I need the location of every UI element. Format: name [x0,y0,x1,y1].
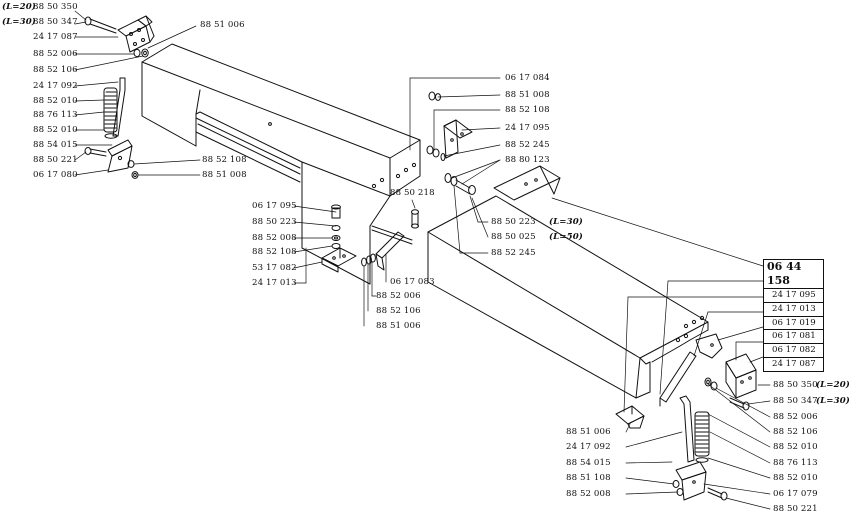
label-88-76-113-top-left: 88 76 113 [33,110,78,120]
label-06-17-083-center: 06 17 083 [390,277,435,287]
left-spring-rod [103,77,126,139]
right-top-angle-bracket [493,165,561,201]
label-88-50-350-bottom-right: 88 50 350 [773,380,818,390]
label-88-50-218-center: 88 50 218 [390,188,435,198]
kit-item: 06 17 081 [764,330,823,345]
label-88-52-106-center: 88 52 106 [376,306,421,316]
left-top-washers [133,48,149,58]
label-88-52-010-top-left-b: 88 52 010 [33,125,78,135]
label-88-52-245-right: 88 52 245 [491,248,536,258]
kit-item: 06 17 019 [764,317,823,331]
note-l30-right: (L=30) [549,217,583,227]
label-88-76-113-bottom-right: 88 76 113 [773,458,818,468]
right-bottom-washers [704,377,718,391]
left-lower-bracket [84,139,133,173]
left-top-bolt [84,16,117,34]
label-88-52-006-center: 88 52 006 [376,291,421,301]
label-88-50-221-top-left: 88 50 221 [33,155,78,165]
label-88-50-347-bottom-right: 88 50 347 [773,396,818,406]
label-06-17-095-center: 06 17 095 [252,201,297,211]
label-88-50-221-bottom-right: 88 50 221 [773,504,818,513]
left-lower-nut [127,160,139,179]
right-main-housing [427,195,709,399]
center-top-bolt [411,209,419,229]
left-main-housing [141,43,421,285]
right-lower-bracket [672,461,728,501]
right-angle-bracket [443,119,473,159]
center-angle-bracket [361,225,413,271]
kit-title: 06 44 158 [764,260,823,289]
label-88-50-223-right: 88 50 223 [491,217,536,227]
note-l20-top-left: (L=20) [2,2,36,12]
label-88-52-006-bottom-right: 88 52 006 [773,412,818,422]
label-88-52-108-center: 88 52 108 [252,247,297,257]
note-l30-top-left: (L=30) [2,17,36,27]
kit-table: 06 44 158 24 17 095 24 17 013 06 17 019 … [763,259,824,372]
label-88-52-106-top-left: 88 52 106 [33,65,78,75]
kit-item: 24 17 087 [772,358,816,369]
right-spring-rod [679,395,710,463]
note-l20-bottom-right: (L=20) [816,380,850,390]
label-88-51-108-bottom: 88 51 108 [566,473,611,483]
right-corner-bracket [725,353,757,399]
center-mount-plate [321,247,357,273]
label-88-52-010-bottom-right-b: 88 52 010 [773,473,818,483]
label-88-50-350-top-left: 88 50 350 [33,2,78,12]
label-88-50-025-right: 88 50 025 [491,232,536,242]
label-88-52-106-bottom-right: 88 52 106 [773,427,818,437]
note-l30-bottom-right: (L=30) [816,396,850,406]
right-long-bolt [444,173,476,195]
label-88-51-006-bottom: 88 51 006 [566,427,611,437]
label-24-17-087-top-left: 24 17 087 [33,32,78,42]
label-88-52-008-center: 88 52 008 [252,233,297,243]
label-88-50-347-top-left: 88 50 347 [33,17,78,27]
label-88-52-008-bottom: 88 52 008 [566,489,611,499]
label-88-54-015-top-left: 88 54 015 [33,140,78,150]
kit-item: 24 17 095 [764,289,823,303]
label-06-17-080-top-left: 06 17 080 [33,170,78,180]
label-88-80-123-top-right: 88 80 123 [505,155,550,165]
right-washer-nut-stack [426,145,446,161]
label-24-17-092-bottom: 24 17 092 [566,442,611,452]
label-24-17-095-top-right: 24 17 095 [505,123,550,133]
label-88-51-008-mid: 88 51 008 [202,170,247,180]
label-06-17-079-bottom-right: 06 17 079 [773,489,818,499]
right-side-plate [695,333,723,359]
label-88-52-108-mid: 88 52 108 [202,155,247,165]
note-l50-right: (L=50) [549,232,583,242]
leader-lines [74,10,771,510]
label-88-52-010-top-left-a: 88 52 010 [33,96,78,106]
label-88-50-223-center: 88 50 223 [252,217,297,227]
label-53-17-082-center: 53 17 082 [252,263,297,273]
right-diagonal-strut [659,351,697,407]
kit-item: 24 17 013 [764,303,823,317]
label-88-52-006-top-left: 88 52 006 [33,49,78,59]
label-88-51-006-top: 88 51 006 [200,20,245,30]
right-top-bolt [428,91,441,101]
label-88-51-008-top-right: 88 51 008 [505,90,550,100]
label-88-52-010-bottom-right-a: 88 52 010 [773,442,818,452]
label-24-17-092-top-left: 24 17 092 [33,81,78,91]
label-88-52-245-top-right: 88 52 245 [505,140,550,150]
label-24-17-013-center: 24 17 013 [252,278,297,288]
kit-item: 06 17 082 [764,344,823,358]
label-06-17-084-top-right: 06 17 084 [505,73,550,83]
label-88-52-108-top-right: 88 52 108 [505,105,550,115]
left-top-bracket [117,15,155,53]
label-88-51-006-center: 88 51 006 [376,321,421,331]
right-foot-bracket [615,405,645,429]
label-88-54-015-bottom: 88 54 015 [566,458,611,468]
